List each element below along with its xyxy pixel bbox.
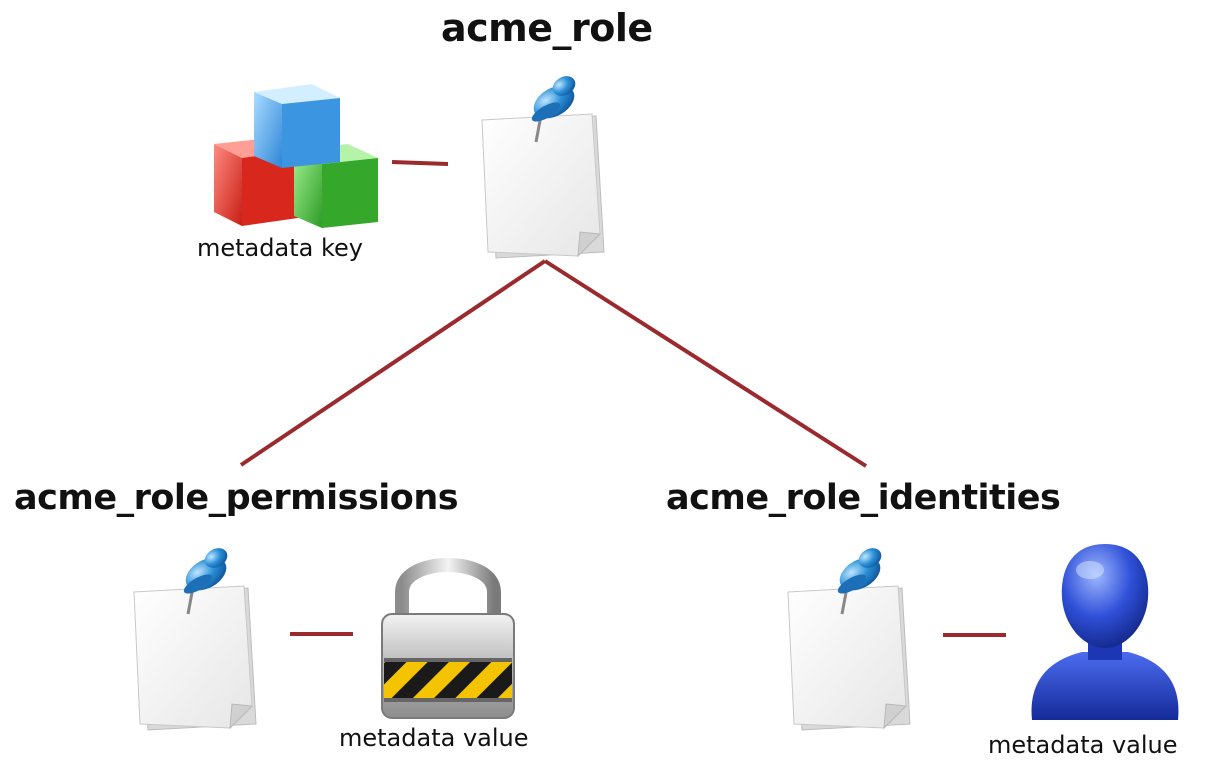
right-metadata-value-caption: metadata value [988,731,1178,759]
right-node-title: acme_role_identities [666,478,1061,518]
left-metadata-value-caption: metadata value [339,724,529,752]
pinned-document-icon [787,548,911,731]
padlock-icon [381,558,515,719]
connector-root-to-right [543,259,868,468]
root-node-title: acme_role [441,6,653,50]
connector-root-to-key [391,160,449,166]
connector-root-to-left [239,259,547,467]
left-node-title: acme_role_permissions [14,478,459,518]
user-icon [1031,544,1179,720]
metadata-key-caption: metadata key [197,234,363,262]
pinned-document-icon [133,548,257,731]
cubes-icon [214,84,378,228]
pinned-document-icon [481,76,605,259]
